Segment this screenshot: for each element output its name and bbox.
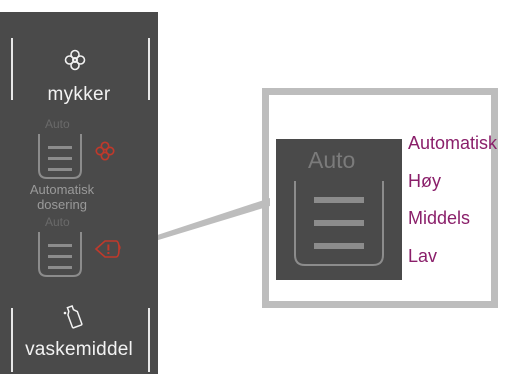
bracket-left-bottom xyxy=(11,308,13,372)
bracket-left-top xyxy=(11,38,13,100)
zoomed-auto-label: Auto xyxy=(308,147,356,173)
option-middels[interactable]: Middels xyxy=(408,208,471,228)
softener-cup-icon[interactable] xyxy=(36,132,84,180)
zoomed-cup-icon xyxy=(294,181,384,266)
option-hoy[interactable]: Høy xyxy=(408,171,441,191)
detergent-label: vaskemiddel xyxy=(25,339,133,360)
zoomed-dosing-panel: Auto xyxy=(276,139,402,280)
flower-icon xyxy=(64,49,86,71)
bracket-right-top xyxy=(148,38,150,100)
softener-flower-icon xyxy=(95,141,115,161)
control-panel: mykker Auto Automatisk dosering Auto xyxy=(0,12,158,374)
bracket-right-bottom xyxy=(148,308,150,372)
option-automatisk[interactable]: Automatisk xyxy=(408,133,498,153)
softener-label: mykker xyxy=(47,84,111,105)
detergent-bottle-icon xyxy=(63,305,83,329)
detergent-cup-icon[interactable] xyxy=(36,230,84,278)
auto-dosing-line2: dosering xyxy=(37,197,87,212)
warning-drop-icon xyxy=(94,240,121,258)
auto-label-lower: Auto xyxy=(45,215,70,229)
callout-frame xyxy=(262,88,498,308)
option-lav[interactable]: Lav xyxy=(408,246,438,266)
auto-dosing-line1: Automatisk xyxy=(29,182,95,197)
auto-label-upper: Auto xyxy=(45,117,70,131)
